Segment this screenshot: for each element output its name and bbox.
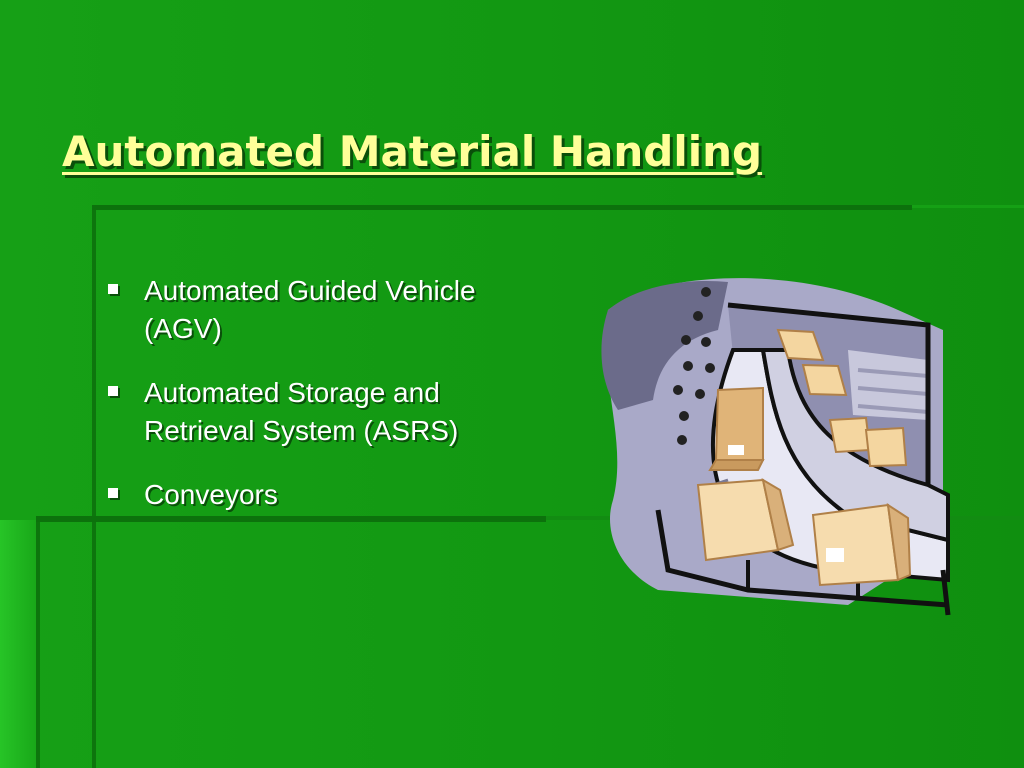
square-bullet-icon (108, 488, 118, 498)
left-accent-glow (0, 520, 40, 768)
bullet-text: Conveyors (144, 479, 278, 510)
conveyor-boxes-clipart-icon (601, 278, 951, 616)
slide-title: Automated Material Handling (62, 127, 763, 176)
bullet-item-asrs: Automated Storage and Retrieval System (… (104, 374, 524, 450)
bullet-item-agv: Automated Guided Vehicle (AGV) (104, 272, 524, 348)
bullet-text: Automated Storage and Retrieval System (… (144, 377, 459, 446)
decorative-horizontal-line-middle (36, 516, 546, 522)
decorative-horizontal-line-top (92, 205, 912, 210)
bullet-text: Automated Guided Vehicle (AGV) (144, 275, 476, 344)
bullet-list: Automated Guided Vehicle (AGV) Automated… (104, 272, 524, 540)
decorative-horizontal-line-top-end (912, 205, 1024, 208)
decorative-vertical-line-lower (36, 518, 40, 768)
bullet-item-conveyors: Conveyors (104, 476, 524, 514)
square-bullet-icon (108, 284, 118, 294)
square-bullet-icon (108, 386, 118, 396)
decorative-vertical-line (92, 205, 96, 768)
